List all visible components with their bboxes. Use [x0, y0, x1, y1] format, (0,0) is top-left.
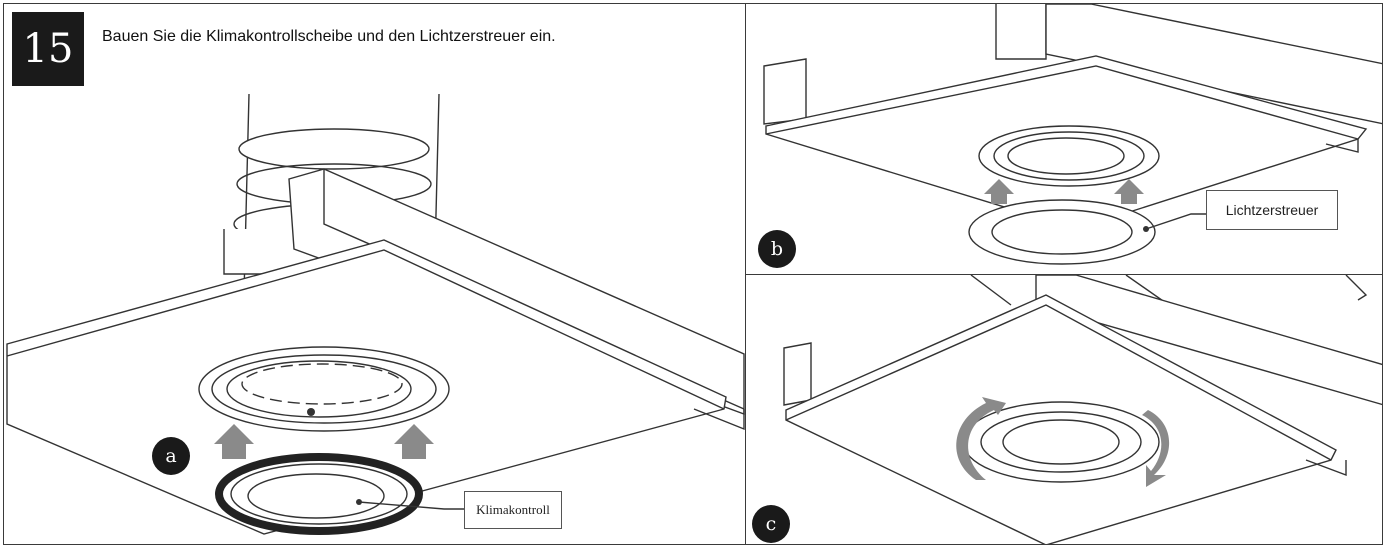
- up-arrow-right: [394, 424, 434, 459]
- up-arrow-left: [984, 179, 1014, 204]
- step-number: 15: [12, 12, 84, 86]
- illustration-panel-c: c: [745, 274, 1383, 545]
- panel-label-badge: b: [758, 230, 796, 268]
- panel-label-badge: a: [152, 437, 190, 475]
- illustration-panel-a: 15 Bauen Sie die Klimakontrollscheibe un…: [3, 3, 746, 545]
- step-instruction: Bauen Sie die Klimakontrollscheibe und d…: [102, 28, 556, 45]
- illustration-panel-b: b Lichtzerstreuer: [745, 3, 1383, 275]
- ceiling-mount-drawing-c: [783, 275, 1382, 544]
- rotate-arrow-left: [956, 397, 1006, 480]
- ceiling-mount-drawing-b: [763, 4, 1382, 265]
- up-arrow-left: [214, 424, 254, 459]
- ceiling-mount-drawing-a: [6, 93, 745, 535]
- callout-label: Klimakontroll: [464, 491, 562, 529]
- up-arrow-right: [1114, 179, 1144, 204]
- panel-label-badge: c: [752, 505, 790, 543]
- rotate-arrow-right: [1142, 410, 1170, 487]
- callout-label: Lichtzerstreuer: [1206, 190, 1338, 230]
